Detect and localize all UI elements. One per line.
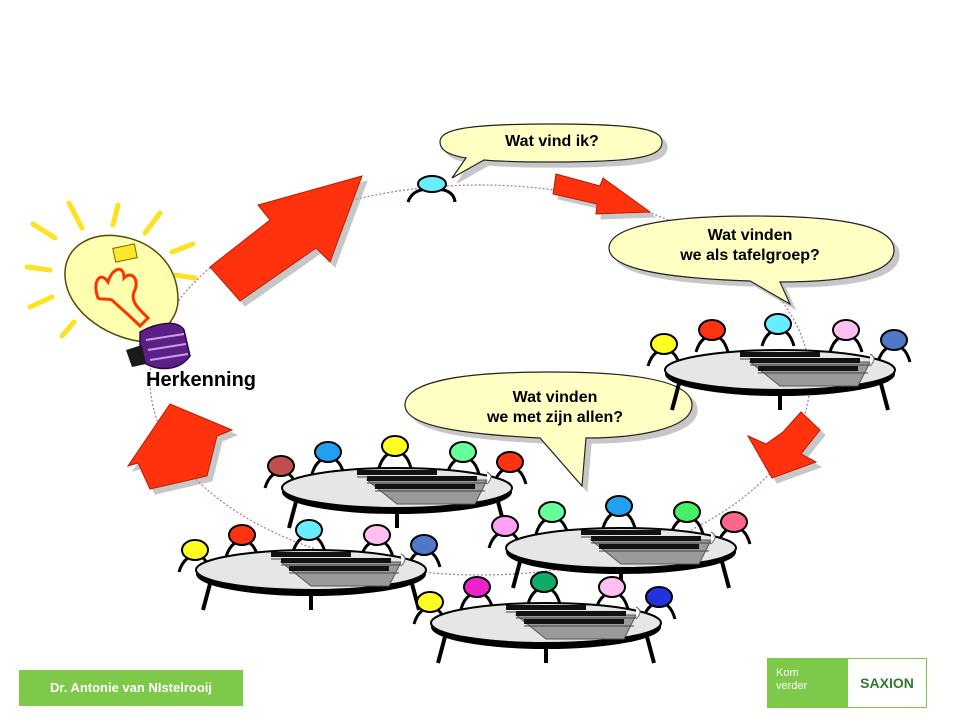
arrow-down (746, 411, 821, 479)
person (263, 455, 299, 489)
table-leg (511, 557, 523, 589)
paper-stack (740, 352, 875, 387)
bubble-all-line1: Wat vinden (512, 389, 598, 406)
paper-stack (581, 530, 716, 565)
person (669, 501, 705, 535)
person (828, 319, 864, 353)
saxion-logo: Kom verder SAXION (767, 658, 927, 708)
table-leg (287, 497, 299, 529)
bubble-individual-text: Wat vind ik? (472, 132, 632, 152)
lightbulb-icon (24, 200, 198, 370)
bubble-individual (439, 123, 663, 179)
table-group-3 (487, 495, 752, 589)
person (445, 441, 481, 475)
bubble-all (404, 371, 693, 488)
table-group-5 (412, 571, 677, 664)
table-group-4 (177, 519, 442, 611)
logo-tagline-line2: verder (776, 680, 808, 692)
bubble-all-line2: we met zijn allen? (486, 409, 624, 426)
table-leg (719, 557, 731, 589)
paper-stack (271, 552, 406, 587)
person (594, 576, 630, 610)
bubble-table-text: Wat vinden we als tafelgroep? (630, 226, 870, 266)
table-leg (644, 632, 656, 664)
person (377, 435, 413, 469)
logo-wordmark: SAXION (848, 659, 926, 707)
bubble-individual-label: Wat vind ik? (505, 133, 599, 150)
bubble-all-text: Wat vinden we met zijn allen? (430, 388, 680, 428)
table-leg (670, 379, 682, 411)
table-groups (177, 313, 912, 664)
arrow-up-right (209, 175, 363, 302)
person (760, 313, 796, 347)
footer-author: Dr. Antonie van NIstelrooij (19, 670, 243, 706)
person (459, 576, 495, 610)
bubble-table (608, 215, 895, 306)
table-group-2 (263, 435, 528, 529)
paper-stack (506, 605, 641, 640)
person-individual (406, 175, 457, 203)
person (310, 441, 346, 475)
table-group-1 (646, 313, 912, 411)
person (876, 329, 912, 363)
logo-tagline-line1: Kom (776, 667, 799, 679)
table-leg (201, 579, 213, 611)
bubble-table-line2: we als tafelgroep? (680, 247, 820, 264)
person (534, 501, 570, 535)
person (291, 519, 327, 553)
table-leg (436, 632, 448, 664)
arrow-right (552, 173, 652, 215)
label-herkenning: Herkenning (146, 369, 257, 391)
arrow-up (126, 403, 234, 490)
person (694, 319, 730, 353)
table-leg (878, 379, 890, 411)
paper-stack (357, 470, 492, 505)
logo-tagline: Kom verder (768, 659, 848, 707)
person (526, 571, 562, 605)
person (224, 524, 260, 558)
person (601, 495, 637, 529)
bubble-table-line1: Wat vinden (707, 227, 793, 244)
